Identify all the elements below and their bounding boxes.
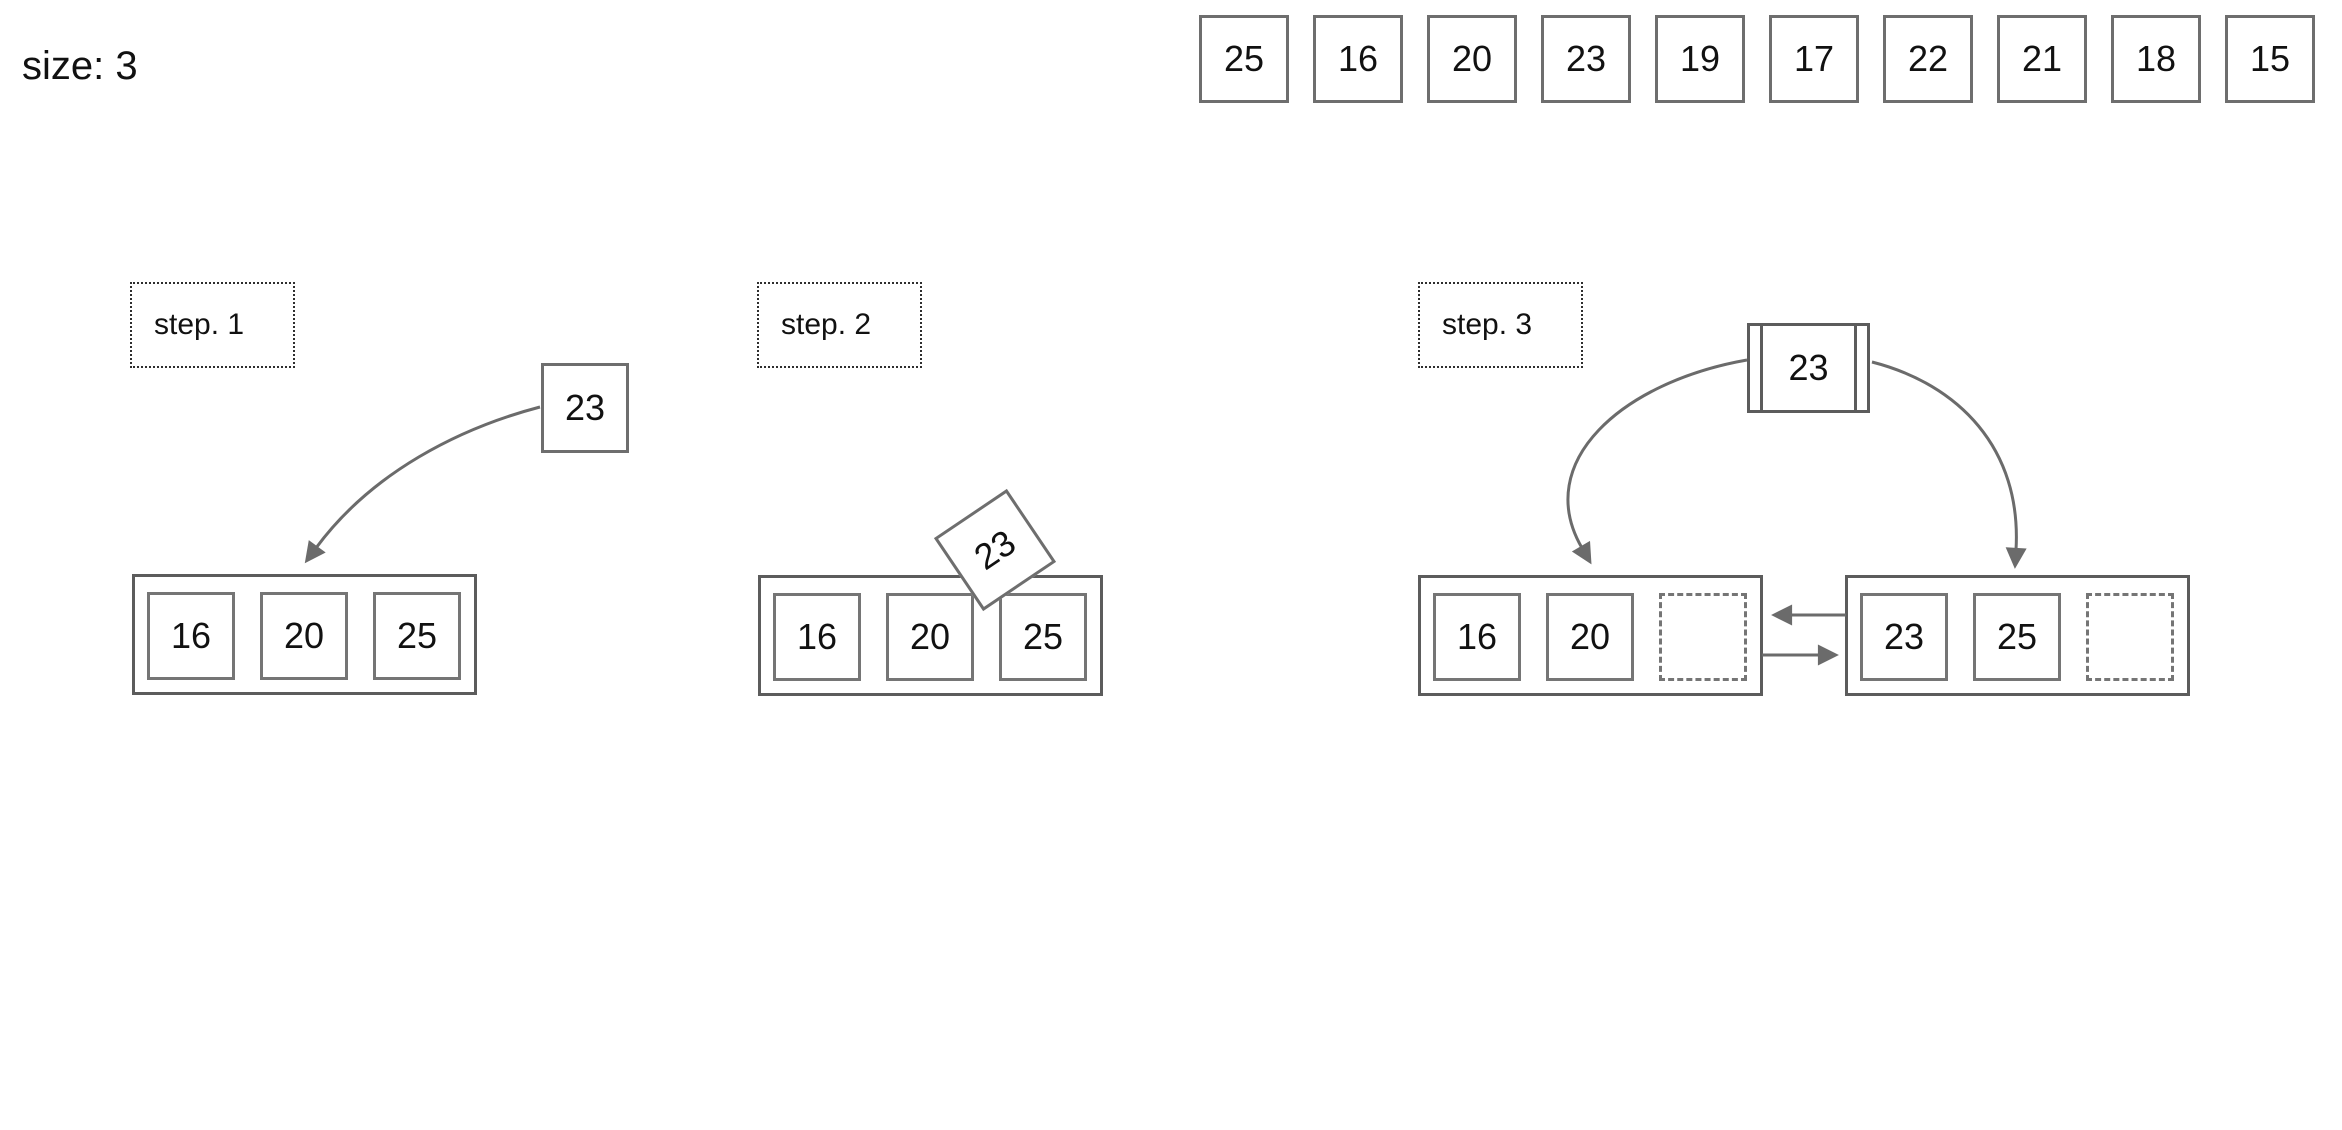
value-cell: 20 — [1546, 593, 1634, 681]
step3-promoted-median-node: 23 — [1747, 323, 1870, 413]
step1-label-box: step. 1 — [130, 282, 295, 368]
value-cell: 16 — [147, 592, 235, 680]
step1-insert-arrow — [304, 405, 541, 564]
step2-node-container: 16 20 25 — [758, 575, 1103, 696]
step3-split-right-arrow — [1871, 360, 2027, 569]
queue-item: 22 — [1883, 15, 1973, 103]
value-cell: 23 — [1860, 593, 1948, 681]
step-label: step. 3 — [1442, 308, 1533, 341]
promoted-value: 23 — [1788, 347, 1829, 388]
step3-split-left-arrow — [1566, 358, 1748, 565]
promoted-node-right-slot — [1854, 326, 1867, 410]
step-label: step. 2 — [781, 308, 872, 341]
step1-incoming-value-box: 23 — [541, 363, 629, 453]
value-cell: 16 — [773, 593, 861, 681]
step3-label-box: step. 3 — [1418, 282, 1583, 368]
incoming-value: 23 — [564, 387, 606, 428]
queue-item: 18 — [2111, 15, 2201, 103]
promoted-node-left-slot — [1750, 326, 1763, 410]
queue-item: 25 — [1199, 15, 1289, 103]
empty-cell-placeholder — [1659, 593, 1747, 681]
queue-item: 16 — [1313, 15, 1403, 103]
step-label: step. 1 — [154, 308, 245, 341]
value-cell: 25 — [999, 593, 1087, 681]
empty-cell-placeholder — [2086, 593, 2174, 681]
value-cell: 25 — [373, 592, 461, 680]
step2-label-box: step. 2 — [757, 282, 922, 368]
value-cell: 16 — [1433, 593, 1521, 681]
value-cell: 20 — [260, 592, 348, 680]
value-cell: 25 — [1973, 593, 2061, 681]
step3-left-node-container: 16 20 — [1418, 575, 1763, 696]
inserting-value: 23 — [966, 521, 1023, 578]
size-indicator: size: 3 — [22, 44, 138, 88]
queue-item: 20 — [1427, 15, 1517, 103]
step3-right-node-container: 23 25 — [1845, 575, 2190, 696]
queue-item: 21 — [1997, 15, 2087, 103]
queue-item: 15 — [2225, 15, 2315, 103]
queue-item: 17 — [1769, 15, 1859, 103]
queue-item: 23 — [1541, 15, 1631, 103]
queue-item: 19 — [1655, 15, 1745, 103]
step1-node-container: 16 20 25 — [132, 574, 477, 695]
input-queue: 25 16 20 23 19 17 22 21 18 15 — [1199, 15, 2315, 103]
value-cell: 20 — [886, 593, 974, 681]
